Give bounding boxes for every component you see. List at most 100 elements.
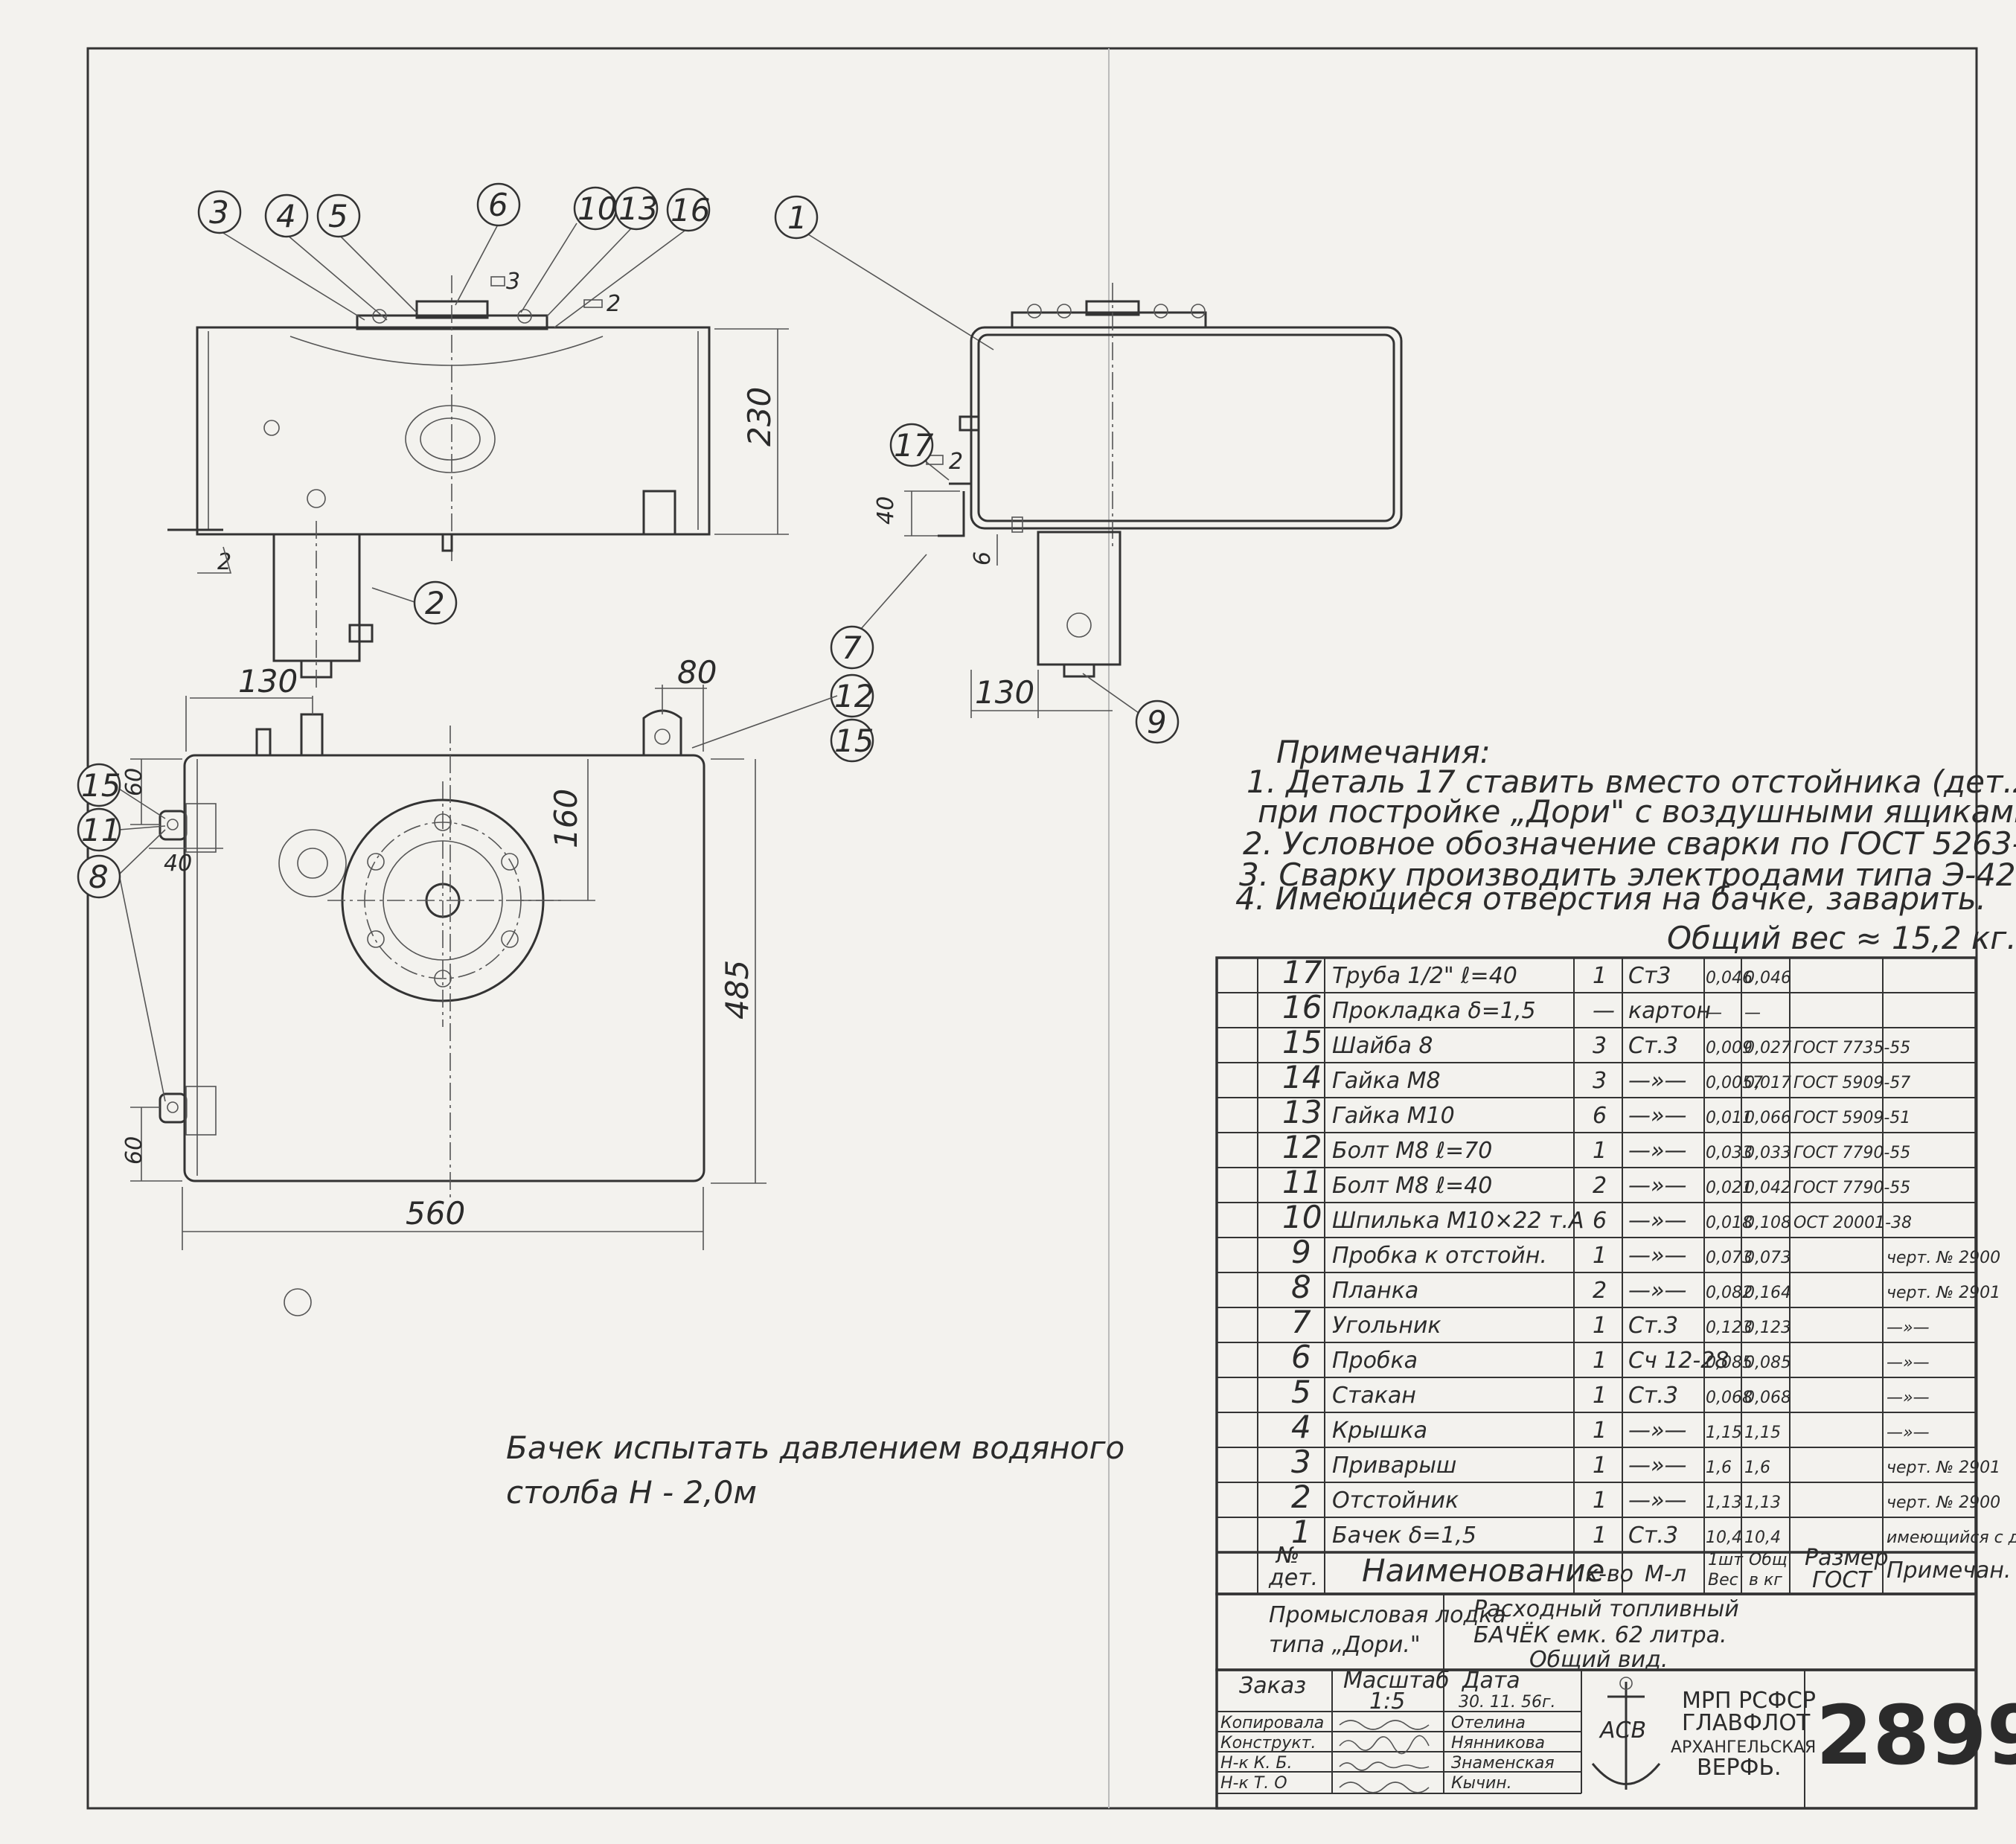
cell-gost: ГОСТ 7790-55 bbox=[1793, 1179, 1910, 1197]
cell-name: Шпилька М10×22 т.А bbox=[1332, 1208, 1584, 1234]
cell-mat: —»— bbox=[1628, 1103, 1687, 1129]
cell-name: Прокладка δ=1,5 bbox=[1332, 998, 1536, 1024]
cell-no: 6 bbox=[1291, 1339, 1311, 1375]
boat-line-2: типа „Дори." bbox=[1269, 1632, 1421, 1658]
cell-no: 17 bbox=[1282, 954, 1322, 990]
logo-text: АСВ bbox=[1599, 1717, 1646, 1744]
cell-wt: 0,073 bbox=[1744, 1249, 1791, 1267]
cell-mat: Ст.3 bbox=[1628, 1313, 1678, 1339]
cell-note: имеющийся с двигат. bbox=[1887, 1528, 2016, 1547]
cell-mat: Сч 12-28 bbox=[1628, 1348, 1729, 1374]
cell-qty: — bbox=[1593, 998, 1615, 1024]
cell-no: 5 bbox=[1291, 1374, 1311, 1410]
cell-w1: 1,13 bbox=[1706, 1494, 1742, 1512]
name-1: Отелина bbox=[1451, 1714, 1526, 1732]
dimension-130-side: 130 bbox=[975, 674, 1034, 711]
cell-qty: 1 bbox=[1593, 1383, 1607, 1409]
cell-wt: 10,4 bbox=[1744, 1528, 1781, 1547]
dimension-160: 160 bbox=[548, 789, 584, 848]
cell-no: 11 bbox=[1282, 1164, 1322, 1200]
weld-mark-2a: 2 bbox=[607, 291, 621, 317]
balloon-6: 6 bbox=[488, 187, 508, 223]
cell-w1: — bbox=[1706, 1004, 1722, 1022]
cell-qty: 1 bbox=[1593, 1138, 1607, 1164]
dimension-230: 230 bbox=[741, 387, 778, 446]
cell-w1: 0,0057 bbox=[1706, 1074, 1763, 1092]
cell-note: черт. № 2900 bbox=[1887, 1249, 2000, 1267]
balloon-2: 2 bbox=[425, 585, 445, 621]
header-gost-1: Размер bbox=[1805, 1545, 1889, 1571]
cell-wt: 0,027 bbox=[1744, 1039, 1791, 1057]
cell-w1: 0,082 bbox=[1706, 1284, 1753, 1302]
plan-view: 130 80 60 160 40 485 60 560 15 11 8 bbox=[77, 654, 838, 1316]
note-line-4: 3. Сварку производить электродами типа Э… bbox=[1239, 857, 2016, 893]
role-2: Конструкт. bbox=[1220, 1734, 1316, 1752]
notes-block: Примечания: 1. Деталь 17 ставить вместо … bbox=[1235, 734, 2016, 956]
cell-mat: картон bbox=[1628, 998, 1711, 1024]
cell-no: 4 bbox=[1291, 1409, 1311, 1445]
header-name: Наименование bbox=[1362, 1552, 1604, 1589]
note-line-3: 2. Условное обозначение сварки по ГОСТ 5… bbox=[1243, 825, 2016, 862]
note-line-5: 4. Имеющиеся отверстия на бачке, заварит… bbox=[1235, 880, 1986, 917]
cell-no: 10 bbox=[1282, 1199, 1322, 1235]
balloon-12: 12 bbox=[834, 678, 874, 714]
cell-w1: 0,011 bbox=[1706, 1109, 1753, 1127]
balloon-1: 1 bbox=[787, 199, 807, 236]
cell-wt: 1,15 bbox=[1744, 1424, 1781, 1442]
balloon-15-side: 15 bbox=[834, 723, 874, 759]
cell-name: Пробка к отстойн. bbox=[1332, 1243, 1547, 1269]
balloon-5: 5 bbox=[328, 198, 348, 234]
cell-gost: ГОСТ 5909-57 bbox=[1793, 1074, 1910, 1092]
cell-qty: 1 bbox=[1593, 1488, 1607, 1514]
cell-name: Шайба 8 bbox=[1332, 1033, 1433, 1059]
test-note-line-1: Бачек испытать давлением водяного bbox=[506, 1430, 1124, 1466]
balloon-3: 3 bbox=[209, 194, 229, 231]
dimension-485: 485 bbox=[719, 960, 755, 1019]
cell-wt: 0,042 bbox=[1744, 1179, 1791, 1197]
cell-name: Планка bbox=[1332, 1278, 1418, 1304]
cell-w1: 0,085 bbox=[1706, 1354, 1753, 1372]
balloons-front: 3 4 5 6 10 13 16 1 2 bbox=[197, 182, 994, 625]
cell-gost: ГОСТ 7790-55 bbox=[1793, 1144, 1910, 1162]
cell-note: —»— bbox=[1887, 1424, 1930, 1442]
cell-wt: 0,046 bbox=[1744, 969, 1791, 987]
test-note-line-2: столба Н - 2,0м bbox=[506, 1474, 757, 1511]
cell-mat: —»— bbox=[1628, 1138, 1687, 1164]
cell-mat: Ст.3 bbox=[1628, 1033, 1678, 1059]
cell-no: 7 bbox=[1291, 1304, 1311, 1340]
date-label: Дата bbox=[1461, 1668, 1520, 1694]
org-line-3: АРХАНГЕЛЬСКАЯ bbox=[1671, 1738, 1816, 1757]
sheet-frame bbox=[86, 47, 1978, 1810]
cell-note: —»— bbox=[1887, 1389, 1930, 1407]
cell-qty: 1 bbox=[1593, 1313, 1607, 1339]
notes-heading: Примечания: bbox=[1276, 734, 1491, 770]
balloon-4: 4 bbox=[276, 198, 296, 234]
org-line-1: МРП РСФСР bbox=[1682, 1688, 1816, 1714]
cell-no: 2 bbox=[1291, 1479, 1311, 1515]
cell-qty: 1 bbox=[1593, 1453, 1607, 1479]
title-line-3: Общий вид. bbox=[1529, 1647, 1668, 1673]
note-line-1: 1. Деталь 17 ставить вместо отстойника (… bbox=[1247, 763, 2016, 800]
header-note: Примечан. bbox=[1887, 1558, 2011, 1584]
cell-note: —»— bbox=[1887, 1354, 1930, 1372]
note-line-2: при постройке „Дори" с воздушными ящикам… bbox=[1258, 793, 2016, 830]
header-qty: к-во bbox=[1585, 1561, 1633, 1587]
cell-name: Труба 1/2" ℓ=40 bbox=[1332, 963, 1517, 989]
balloon-10: 10 bbox=[577, 191, 617, 227]
weld-mark-2c: 2 bbox=[949, 449, 963, 475]
balloon-16: 16 bbox=[671, 192, 710, 228]
date-value: 30. 11. 56г. bbox=[1459, 1693, 1556, 1712]
name-4: Кычин. bbox=[1451, 1774, 1512, 1793]
cell-w1: 0,068 bbox=[1706, 1389, 1753, 1407]
role-3: Н-к К. Б. bbox=[1220, 1754, 1292, 1773]
cell-wt: — bbox=[1744, 1004, 1761, 1022]
cell-w1: 0,018 bbox=[1706, 1214, 1753, 1232]
